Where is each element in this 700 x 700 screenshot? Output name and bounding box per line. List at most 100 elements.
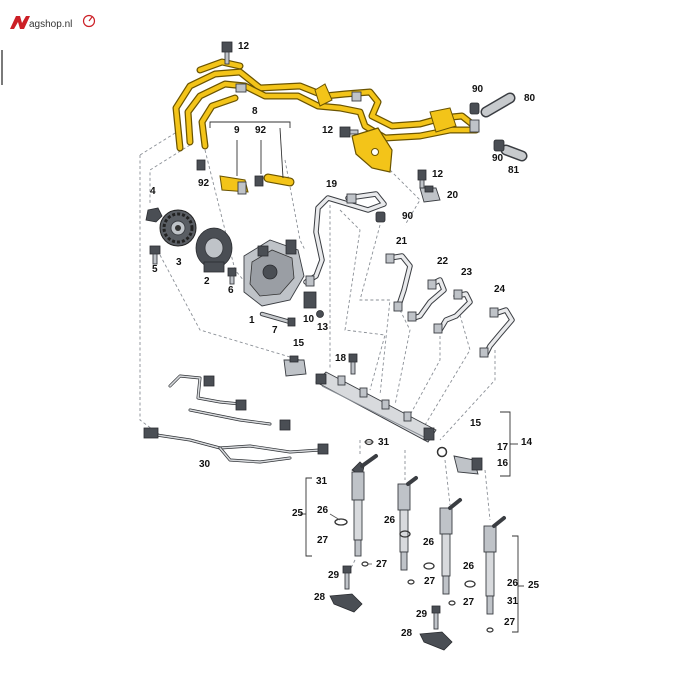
callout-c5[interactable]: 5 (152, 264, 158, 275)
bolt-12-center[interactable] (339, 126, 359, 138)
hose-segment-8[interactable] (263, 173, 295, 187)
callout-c80[interactable]: 80 (524, 93, 536, 104)
callout-bracket-8 (209, 121, 291, 179)
callout-c3[interactable]: 3 (176, 257, 182, 268)
callout-c8[interactable]: 8 (252, 106, 258, 117)
bolt-12-top[interactable] (221, 41, 233, 65)
callout-c24[interactable]: 24 (494, 284, 506, 295)
callout-c18[interactable]: 18 (335, 353, 347, 364)
callout-c13[interactable]: 13 (317, 322, 329, 333)
bolt-29-right[interactable] (431, 605, 441, 630)
clamp-28-right[interactable] (419, 631, 453, 651)
callout-c31b[interactable]: 31 (316, 476, 328, 487)
fuel-return-pipe-assembly[interactable] (172, 58, 480, 173)
callout-c4[interactable]: 4 (150, 186, 156, 197)
callout-c28b[interactable]: 28 (401, 628, 413, 639)
callout-c6[interactable]: 6 (228, 285, 234, 296)
callout-c17[interactable]: 17 (497, 442, 509, 453)
callout-c92a[interactable]: 92 (255, 125, 267, 136)
callout-c7[interactable]: 7 (272, 325, 278, 336)
connector-9[interactable] (219, 175, 249, 195)
callout-c15b[interactable]: 15 (470, 418, 482, 429)
callout-c10[interactable]: 10 (303, 314, 315, 325)
callout-c23[interactable]: 23 (461, 267, 473, 278)
fuel-line-19[interactable] (303, 191, 387, 287)
callout-c9[interactable]: 9 (234, 125, 240, 136)
screw-13[interactable] (316, 310, 324, 318)
brand-logo-mark (10, 16, 30, 29)
clamp-28-left[interactable] (329, 593, 363, 613)
injector-1[interactable] (351, 454, 378, 557)
callout-c12a[interactable]: 12 (238, 41, 250, 52)
connector-92-left[interactable] (196, 159, 206, 171)
callout-c27d[interactable]: 27 (463, 597, 475, 608)
fuel-line-24[interactable] (479, 307, 515, 358)
clamp-90-a[interactable] (469, 102, 480, 115)
flange-2[interactable] (195, 227, 233, 273)
hose-81[interactable] (500, 144, 528, 162)
fuel-line-21[interactable] (385, 253, 413, 312)
pressure-sensor-16[interactable] (453, 455, 483, 475)
callout-c27c[interactable]: 27 (424, 576, 436, 587)
callout-c30[interactable]: 30 (199, 459, 211, 470)
callout-c27a[interactable]: 27 (317, 535, 329, 546)
callout-c26a[interactable]: 26 (317, 505, 329, 516)
bolt-18[interactable] (348, 353, 358, 375)
callout-c22[interactable]: 22 (437, 256, 449, 267)
bracket-10[interactable] (303, 291, 317, 309)
bolt-6[interactable] (227, 267, 237, 285)
callout-c14[interactable]: 14 (521, 437, 533, 448)
callout-c16[interactable]: 16 (497, 458, 509, 469)
callout-c26b[interactable]: 26 (384, 515, 396, 526)
o-ring-17[interactable] (436, 446, 448, 458)
injector-3[interactable] (439, 498, 462, 595)
connector-92-center[interactable] (254, 175, 264, 187)
clamp-90-b[interactable] (493, 139, 505, 152)
callout-c92b[interactable]: 92 (198, 178, 210, 189)
callout-c26c[interactable]: 26 (423, 537, 435, 548)
callout-c20[interactable]: 20 (447, 190, 459, 201)
callout-c26e[interactable]: 26 (507, 578, 519, 589)
clamp-90-c[interactable] (375, 211, 386, 223)
callout-c2[interactable]: 2 (204, 276, 210, 287)
callout-c90b[interactable]: 90 (492, 153, 504, 164)
callout-c27e[interactable]: 27 (504, 617, 516, 628)
callout-c90c[interactable]: 90 (402, 211, 414, 222)
callout-c29a[interactable]: 29 (328, 570, 340, 581)
callout-c19[interactable]: 19 (326, 179, 338, 190)
injector-4[interactable] (483, 516, 506, 615)
injector-2[interactable] (397, 476, 418, 571)
callout-c81[interactable]: 81 (508, 165, 520, 176)
callout-c25a[interactable]: 25 (292, 508, 304, 519)
callout-c90a[interactable]: 90 (472, 84, 484, 95)
bolt-7[interactable] (259, 311, 296, 327)
fuel-line-22[interactable] (407, 277, 447, 322)
callout-c1[interactable]: 1 (249, 315, 255, 326)
fuel-line-23[interactable] (433, 289, 473, 334)
callout-c15a[interactable]: 15 (293, 338, 305, 349)
high-pressure-pump-1[interactable] (243, 239, 305, 307)
brand-logo[interactable]: agshop.nl (10, 14, 96, 31)
callout-c25b[interactable]: 25 (528, 580, 540, 591)
brand-gauge-icon (82, 14, 96, 28)
callout-c31a[interactable]: 31 (378, 437, 390, 448)
callout-c12b[interactable]: 12 (322, 125, 334, 136)
hose-80[interactable] (480, 92, 516, 118)
callout-c12c[interactable]: 12 (432, 169, 444, 180)
callout-c26d[interactable]: 26 (463, 561, 475, 572)
bolt-29-left[interactable] (342, 565, 352, 590)
nut-4[interactable] (145, 207, 163, 223)
bolt-5[interactable] (149, 245, 161, 265)
bolt-12-right[interactable] (417, 169, 427, 189)
wiring-harness-30[interactable] (143, 374, 329, 464)
callout-c21[interactable]: 21 (396, 236, 408, 247)
fuel-rail-14[interactable] (315, 371, 437, 443)
pressure-sensor-15-left[interactable] (283, 355, 307, 377)
callout-c31c[interactable]: 31 (507, 596, 519, 607)
clip-20[interactable] (419, 185, 441, 203)
callout-c29b[interactable]: 29 (416, 609, 428, 620)
gear-3[interactable] (159, 209, 197, 247)
callout-c28a[interactable]: 28 (314, 592, 326, 603)
callout-c27b[interactable]: 27 (376, 559, 388, 570)
